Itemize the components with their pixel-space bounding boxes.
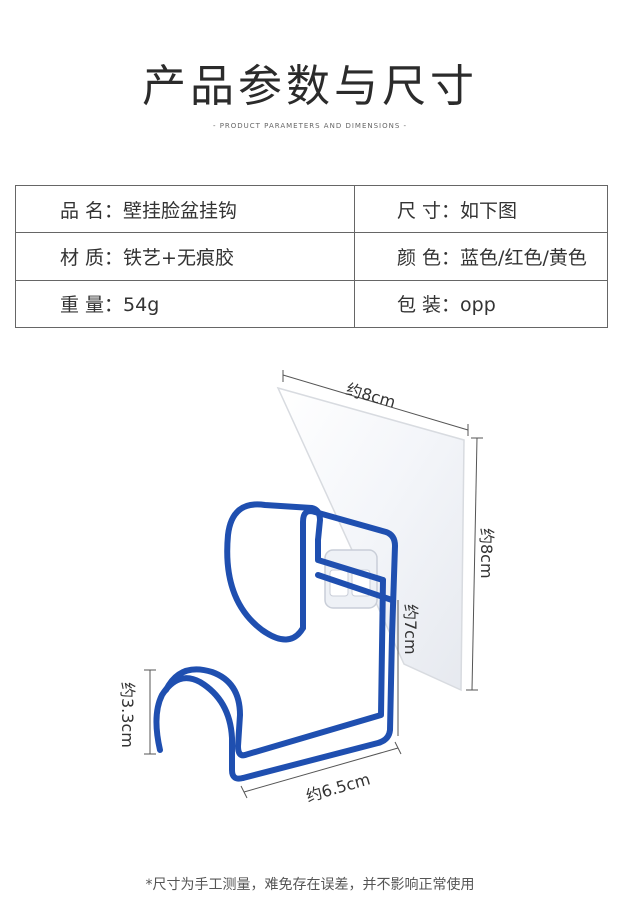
plate-height-label: 约8cm [477,528,496,579]
param-package: 包 装：opp [354,279,608,329]
dimension-tick [240,785,248,799]
plate-width-dimension-line [282,374,469,431]
plate-height-dimension-line [471,437,478,691]
params-row: 品 名：壁挂脸盆挂钩 尺 寸：如下图 [15,184,608,234]
hook-width-label: 约6.5cm [304,769,373,805]
footnote: *尺寸为手工测量，难免存在误差，并不影响正常使用 [145,877,475,893]
param-weight: 重 量：54g [15,279,355,329]
page-title: 产品参数与尺寸 [142,61,478,112]
dimension-tick [394,741,402,755]
param-material: 材 质：铁艺+无痕胶 [15,232,355,281]
param-size: 尺 寸：如下图 [354,184,608,234]
page-subtitle: - PRODUCT PARAMETERS AND DIMENSIONS - [212,122,408,130]
product-dimension-illustration: 约8cm 约8cm 约7cm 约3.3cm 约6.5cm [118,370,496,806]
params-row: 材 质：铁艺+无痕胶 颜 色：蓝色/红色/黄色 [15,232,608,281]
plate-width-label: 约8cm [344,380,398,412]
wire-hook [153,501,398,782]
param-name: 品 名：壁挂脸盆挂钩 [15,184,355,234]
hook-height-label: 约3.3cm [118,682,137,748]
hook-width-dimension-line [243,747,399,793]
param-color: 颜 色：蓝色/红色/黄色 [354,232,608,281]
params-table: 品 名：壁挂脸盆挂钩 尺 寸：如下图 材 质：铁艺+无痕胶 颜 色：蓝色/红色/… [15,184,608,329]
params-row: 重 量：54g 包 装：opp [15,279,608,329]
hook-depth-label: 约7cm [401,604,420,655]
